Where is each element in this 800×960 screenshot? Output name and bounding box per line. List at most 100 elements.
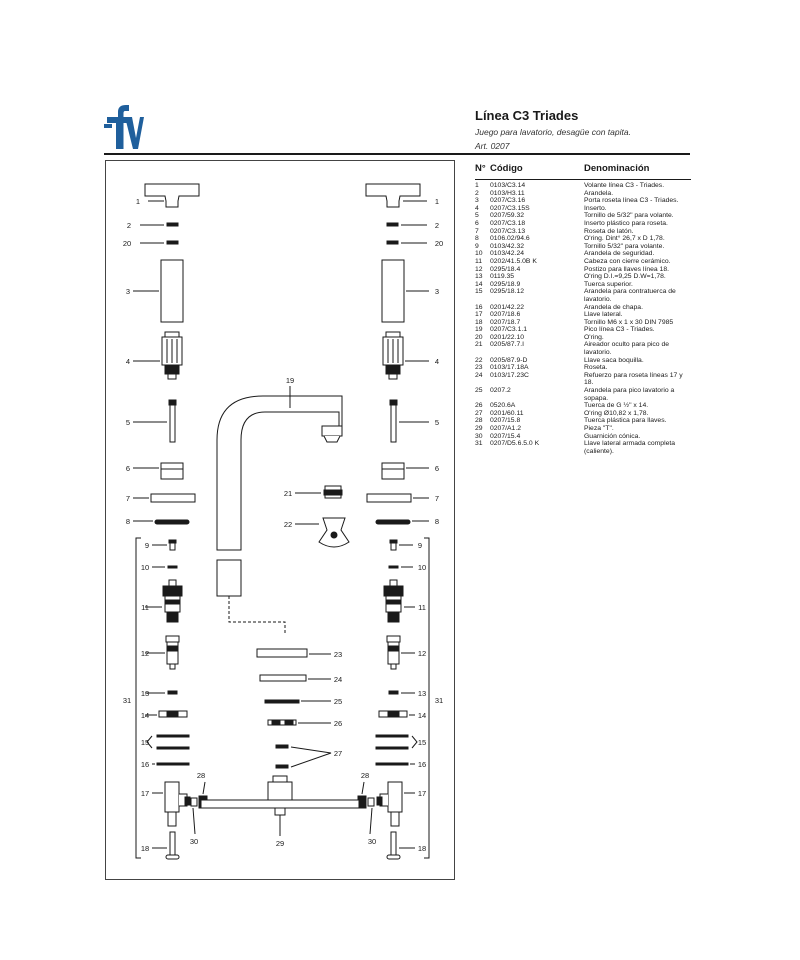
part-name: Aireador oculto para pico de lavatorio. xyxy=(584,341,670,357)
label-30-right: 30 xyxy=(368,837,376,846)
part-name: Llave lateral armada completa (caliente)… xyxy=(584,440,676,455)
part-code: 0106.02/94.6 xyxy=(490,235,530,243)
part-number: 17 xyxy=(475,311,483,319)
part-name: Llave lateral. xyxy=(584,311,623,319)
col-name-header: Denominación xyxy=(584,163,650,174)
label-31-left: 31 xyxy=(123,696,131,705)
part-number: 18 xyxy=(475,318,483,326)
label-3-right: 3 xyxy=(435,287,439,296)
label-22: 22 xyxy=(284,520,292,529)
part-name: Refuerzo para roseta líneas 17 y 18. xyxy=(584,371,683,387)
table-row: 17 0207/18.6 Llave lateral. xyxy=(475,311,691,319)
label-16-right: 16 xyxy=(418,760,426,769)
label-4-right: 4 xyxy=(435,357,439,366)
label-24: 24 xyxy=(334,675,342,684)
part-number: 15 xyxy=(475,288,483,296)
label-28-left: 28 xyxy=(197,771,205,780)
part-name: Arandela de chapa. xyxy=(584,303,643,311)
label-25: 25 xyxy=(334,697,342,706)
diagram-frame xyxy=(105,160,455,880)
part-number: 6 xyxy=(475,219,479,227)
label-14-left: 14 xyxy=(141,711,149,720)
fv-logo xyxy=(104,105,144,149)
part-code: 0205/87.9-D xyxy=(490,356,528,364)
part-name: Volante línea C3 - Triades. xyxy=(584,182,665,189)
part-name: Tornillo de 5/32" para volante. xyxy=(584,212,674,220)
label-13-left: 13 xyxy=(141,689,149,698)
label-13-right: 13 xyxy=(418,689,426,698)
part-name: Pico línea C3 - Triades. xyxy=(584,326,655,334)
part-number: 16 xyxy=(475,303,483,311)
article-number: Art. 0207 xyxy=(475,141,510,151)
part-name: Postizo para llaves línea 18. xyxy=(584,265,670,273)
label-2-left: 2 xyxy=(127,221,131,230)
part-name: Tornillo 5/32" para volante. xyxy=(584,242,665,250)
part-number: 26 xyxy=(475,402,483,410)
part-code: 0520.6A xyxy=(490,402,516,410)
part-code: 0207/18.6 xyxy=(490,311,521,319)
label-5-left: 5 xyxy=(126,418,130,427)
label-16-left: 16 xyxy=(141,760,149,769)
part-code: 0207/C3.16 xyxy=(490,197,526,205)
part-name: Tuerca de G ½" x 14. xyxy=(584,402,649,410)
part-number: 28 xyxy=(475,417,483,425)
part-number: 1 xyxy=(475,182,479,189)
part-number: 9 xyxy=(475,242,479,250)
table-row: 15 0295/18.12 Arandela para contratuerca d… xyxy=(475,288,691,303)
part-number: 11 xyxy=(475,257,483,265)
label-11-left: 11 xyxy=(141,603,149,612)
part-name: Arandela para contratuerca de lavatorio. xyxy=(584,288,676,303)
part-number: 31 xyxy=(475,440,483,448)
part-name: Tornillo M6 x 1 x 30 DIN 7985 xyxy=(584,318,674,326)
table-row: 9 0103/42.32 Tornillo 5/32" para volante. xyxy=(475,243,691,251)
part-number: 4 xyxy=(475,204,479,212)
part-number: 20 xyxy=(475,333,483,341)
label-7-right: 7 xyxy=(435,494,439,503)
part-name: Roseta. xyxy=(584,364,608,372)
label-20-left: 20 xyxy=(123,239,131,248)
part-number: 19 xyxy=(475,326,483,334)
part-code: 0202/41.5.0B K xyxy=(490,257,537,265)
part-name: Porta roseta línea C3 - Triades. xyxy=(584,197,679,205)
part-code: 0103/C3.14 xyxy=(490,182,526,189)
part-code: 0207.2 xyxy=(490,387,511,395)
part-code: 0207/15.4 xyxy=(490,432,521,440)
part-name: O'ring. Dint° 26,7 x D 1,78. xyxy=(584,235,665,243)
part-code: 0295/18.12 xyxy=(490,288,525,296)
page-title: Línea C3 Triades xyxy=(475,108,579,123)
part-number: 10 xyxy=(475,250,483,258)
label-11-right: 11 xyxy=(418,603,426,612)
part-code: 0207/A1.2 xyxy=(490,425,521,432)
handle-left xyxy=(144,183,200,208)
label-27: 27 xyxy=(334,749,342,758)
part-code: 0103/42.32 xyxy=(490,242,525,250)
part-name: O'ring D.I.=9,25 D.W=1,78. xyxy=(584,273,666,281)
label-1-right: 1 xyxy=(435,197,439,206)
part-number: 25 xyxy=(475,387,483,395)
callout-labels: 1 2 20 3 4 5 6 7 8 9 10 11 12 13 14 31 1… xyxy=(123,197,443,853)
label-31-right: 31 xyxy=(435,696,443,705)
table-header-rule xyxy=(475,179,691,180)
part-number: 22 xyxy=(475,356,483,364)
part-code: 0207/C3.13 xyxy=(490,227,526,235)
label-17-left: 17 xyxy=(141,789,149,798)
part-name: Guarnición cónica. xyxy=(584,432,641,440)
table-row: 26 0520.6A Tuerca de G ½" x 14. xyxy=(475,402,691,410)
label-19: 19 xyxy=(286,376,294,385)
part-code: 0119.35 xyxy=(490,273,515,281)
